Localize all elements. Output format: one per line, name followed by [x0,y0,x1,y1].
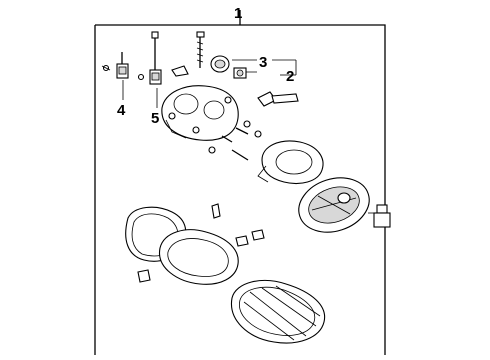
headlamp-housing [161,85,239,141]
bulb [210,55,230,73]
adjuster-screw-long [137,31,162,85]
trim-bracket [211,203,221,219]
trim-clip [235,235,249,247]
callout-2: 2 [286,68,294,85]
housing-screw [171,31,205,77]
mounting-screws [208,120,262,161]
trim-clip-3 [137,269,151,283]
reflector-bezel [257,140,324,185]
callout-5: 5 [151,110,159,127]
assembly-bracket [94,10,386,355]
adjuster-screw [101,52,129,79]
wiring-connector [368,204,391,228]
callout-3: 3 [259,54,267,71]
lens-reflector [298,177,370,233]
callout-4: 4 [117,102,126,119]
outer-lens [230,279,326,344]
retainer-clips [257,91,299,107]
callout-1: 1 [234,5,242,22]
bulb-socket [233,67,247,79]
inner-bezel [159,229,239,285]
trim-clip-2 [251,229,265,241]
